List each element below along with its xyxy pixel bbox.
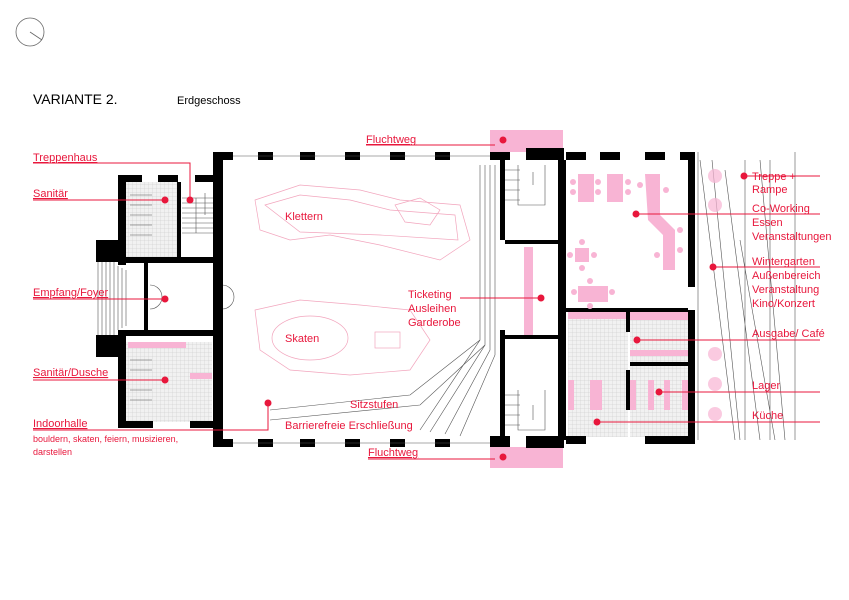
skate-area-sketch [254,299,431,376]
seating-steps [269,165,496,437]
label-ticketing: Ticketing Ausleihen Garderobe [408,289,545,329]
svg-text:Kino/Konzert: Kino/Konzert [752,298,815,310]
label-fluchtweg-bottom: Fluchtweg [368,447,507,461]
label-empfang: Empfang/Foyer [33,287,169,303]
svg-text:Küche: Küche [752,410,783,422]
svg-text:Ausleihen: Ausleihen [408,303,456,315]
label-skaten: Skaten [285,333,319,345]
svg-text:bouldern, skaten, feiern, musi: bouldern, skaten, feiern, musizieren, [33,434,178,444]
label-lager: Lager [655,380,820,396]
svg-text:Essen: Essen [752,217,783,229]
escape-route-bottom [490,447,563,468]
svg-text:Rampe: Rampe [752,184,787,196]
svg-text:Sanitär/Dusche: Sanitär/Dusche [33,367,108,379]
storage-floor [630,317,688,437]
label-coworking: Co-Working Essen Veranstaltungen [632,203,832,243]
svg-text:Fluchtweg: Fluchtweg [366,134,416,146]
left-wing-walls [96,175,213,428]
staircase [182,193,213,234]
foyer-doors [149,284,235,310]
svg-text:Co-Working: Co-Working [752,203,810,215]
climbing-wall-sketch [254,184,471,261]
label-wintergarten: Wintergarten Außenbereich Veranstaltung … [709,256,821,310]
escape-route-top [490,130,563,152]
hall-window-line [233,155,490,444]
label-barrierefrei: Barrierefreie Erschließung [285,420,413,432]
corridor-stairs [505,165,546,431]
label-indoorhalle: Indoorhalle bouldern, skaten, feiern, mu… [33,399,272,457]
ticketing-counter [524,247,533,335]
svg-text:Fluchtweg: Fluchtweg [368,447,418,459]
svg-text:Ticketing: Ticketing [408,289,452,301]
svg-text:Treppenhaus: Treppenhaus [33,152,98,164]
svg-text:Außenbereich: Außenbereich [752,270,821,282]
svg-text:Empfang/Foyer: Empfang/Foyer [33,287,109,299]
label-sitzstufen: Sitzstufen [350,399,398,411]
label-fluchtweg-top: Fluchtweg [366,134,507,146]
kitchen-floor [568,317,628,437]
label-treppe-rampe: Treppe + Rampe [740,171,820,196]
svg-text:Veranstaltung: Veranstaltung [752,284,819,296]
floor-subtitle: Erdgeschoss [177,95,241,107]
coworking-furniture [567,174,683,309]
label-sanitaer-dusche: Sanitär/Dusche [33,367,169,384]
svg-text:darstellen: darstellen [33,447,72,457]
svg-text:Wintergarten: Wintergarten [752,256,815,268]
svg-text:Ausgabe/ Café: Ausgabe/ Café [752,328,825,340]
svg-text:Lager: Lager [752,380,780,392]
page-title: VARIANTE 2. [33,91,118,107]
label-treppenhaus: Treppenhaus [33,152,194,204]
svg-text:Garderobe: Garderobe [408,317,461,329]
svg-text:Sanitär: Sanitär [33,188,68,200]
label-ausgabe-cafe: Ausgabe/ Café [633,328,825,344]
svg-text:Veranstaltungen: Veranstaltungen [752,231,832,243]
label-kueche: Küche [593,410,820,426]
wintergarten-furniture [708,169,722,421]
right-block-walls [566,152,695,444]
shower-room [124,342,212,422]
north-arrow-icon [15,17,45,47]
label-sanitaer: Sanitär [33,188,169,204]
svg-text:Treppe +: Treppe + [752,171,796,183]
svg-text:Indoorhalle: Indoorhalle [33,418,87,430]
label-klettern: Klettern [285,211,323,223]
sanitary-room [124,182,177,257]
